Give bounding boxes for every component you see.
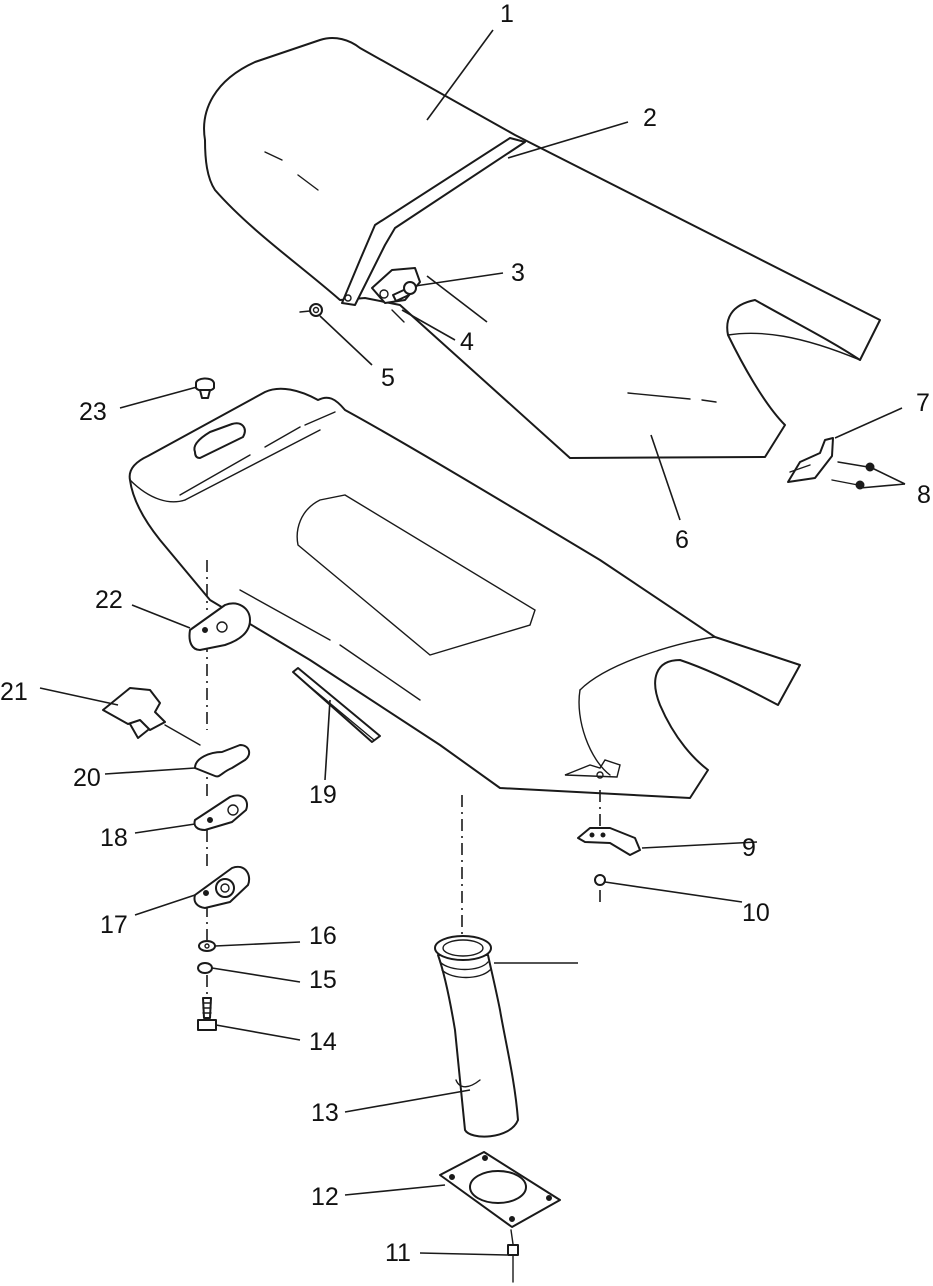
callout-14: 14 (309, 1028, 337, 1056)
trim-strip (292, 667, 381, 743)
callout-13: 13 (311, 1099, 339, 1127)
leader-lines (39, 29, 906, 1256)
mounting-plate-middle (193, 794, 248, 831)
callout-8: 8 (917, 481, 931, 509)
callout-23: 23 (79, 398, 107, 426)
bracket (577, 827, 641, 856)
flange-plate (439, 1151, 561, 1228)
callout-17: 17 (100, 911, 128, 939)
push-nut (594, 874, 606, 886)
callout-7: 7 (916, 389, 930, 417)
callout-1: 1 (500, 0, 514, 28)
seat-base (128, 387, 801, 799)
callout-5: 5 (381, 364, 395, 392)
callout-22: 22 (95, 586, 123, 614)
callout-11: 11 (385, 1239, 411, 1267)
seat-cover (203, 37, 881, 459)
callout-6: 6 (675, 526, 689, 554)
nut (299, 303, 323, 317)
callout-4: 4 (460, 328, 474, 356)
callout-20: 20 (73, 764, 101, 792)
callout-21: 21 (0, 678, 28, 706)
latch-clip (102, 687, 201, 746)
callout-3: 3 (511, 259, 525, 287)
receptacle-plate (193, 865, 251, 909)
flange-screw (507, 1229, 519, 1283)
callout-9: 9 (742, 834, 756, 862)
bolt (392, 281, 417, 302)
grommet (195, 377, 215, 399)
callout-19: 19 (309, 781, 337, 809)
callout-2: 2 (643, 104, 657, 132)
callout-12: 12 (311, 1183, 339, 1211)
callout-15: 15 (309, 966, 337, 994)
intake-tube (434, 935, 519, 1138)
rivets (831, 461, 875, 490)
mounting-plate-upper (188, 602, 251, 651)
hook-bracket (194, 744, 251, 778)
flat-washer (198, 940, 216, 952)
seat-strap (341, 137, 526, 306)
lock-washer (197, 962, 213, 974)
callout-16: 16 (309, 922, 337, 950)
callout-10: 10 (742, 899, 770, 927)
screw (197, 997, 217, 1031)
callout-18: 18 (100, 824, 128, 852)
seat-clip (787, 437, 834, 483)
